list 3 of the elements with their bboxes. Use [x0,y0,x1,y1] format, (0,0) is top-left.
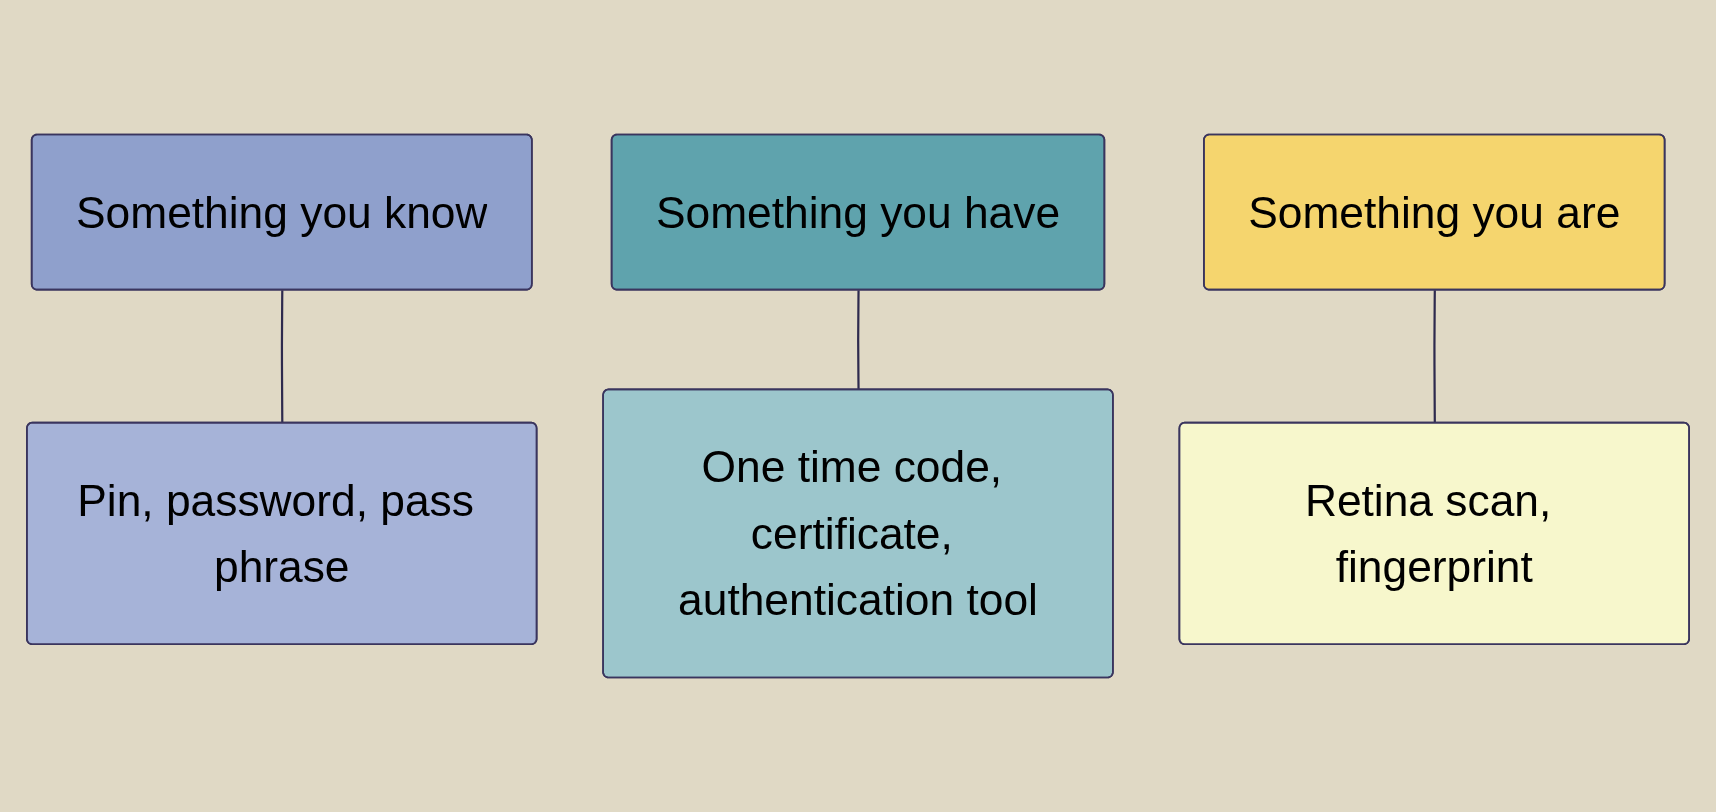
connector [857,290,860,390]
connector [1433,290,1436,424]
connector [280,290,284,424]
